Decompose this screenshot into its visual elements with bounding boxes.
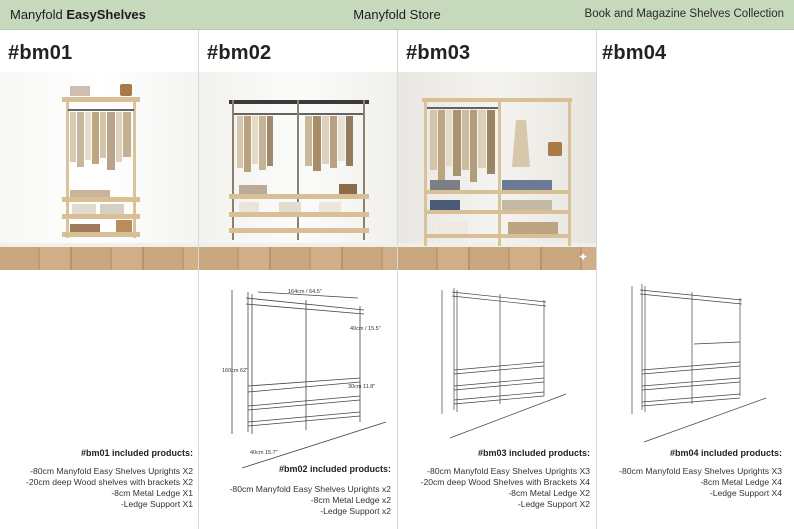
included-list-bm03: -80cm Manyfold Easy Shelves Uprights X3 … [421,466,590,510]
included-title-bm04: #bm04 included products: [669,448,782,458]
list-item: -80cm Manyfold Easy Shelves Uprights X2 [30,466,193,476]
list-item: -80cm Manyfold Easy Shelves Uprights X3 [427,466,590,476]
sparkle-icon: ✦ [578,250,589,264]
product-code-bm04: #bm04 [602,42,667,64]
product-code-bm03: #bm03 [406,42,471,64]
dim-height-label: 160cm 62" [222,368,248,374]
dim-floor-label: 40cm 15.7" [250,450,278,456]
product-code-bm02: #bm02 [207,42,272,64]
brand-bold: EasyShelves [66,7,146,22]
product-photo-bm03[interactable]: ✦ [398,72,596,270]
list-item: -20cm deep Wood shelves with brackets X2 [25,477,193,487]
dim-shelf-label: 30cm 11.8" [348,384,375,390]
list-item: -8cm Metal Ledge X1 [111,488,193,498]
column-divider [397,30,398,529]
list-item: -8cm Metal Ledge X2 [508,488,590,498]
included-title-bm03: #bm03 included products: [477,448,590,458]
brand-prefix: Manyfold [10,7,63,22]
column-divider [198,30,199,529]
dimension-diagram-bm02: 164cm / 64.5" 40cm / 15.5" 160cm 62" 30c… [222,289,387,469]
dimension-diagram-bm04 [631,284,767,443]
list-item: -80cm Manyfold Easy Shelves Uprights X3 [619,466,782,476]
included-list-bm01: -80cm Manyfold Easy Shelves Uprights X2 … [26,466,193,510]
included-list-bm04: -80cm Manyfold Easy Shelves Uprights X3 … [619,466,782,499]
list-item: -8cm Metal Ledge X4 [700,477,782,487]
dimension-diagram-bm03 [441,288,567,439]
brand-title: Manyfold EasyShelves [10,7,146,22]
list-item: -8cm Metal Ledge x2 [310,495,391,505]
included-title-bm02: #bm02 included products: [278,464,391,474]
column-divider [596,30,597,529]
list-item: -Ledge Support X4 [709,488,782,498]
product-photo-bm01[interactable] [0,72,198,270]
included-list-bm02: -80cm Manyfold Easy Shelves Uprights x2 … [230,484,391,517]
product-code-bm01: #bm01 [8,42,73,64]
list-item: -Ledge Support x2 [320,506,391,516]
list-item: -80cm Manyfold Easy Shelves Uprights x2 [229,484,391,494]
product-photo-bm02[interactable] [199,72,397,270]
included-title-bm01: #bm01 included products: [80,448,193,458]
list-item: -20cm deep Wood Shelves with Brackets X4 [420,477,590,487]
collection-name: Book and Magazine Shelves Collection [584,8,784,20]
list-item: -Ledge Support X1 [120,499,193,509]
header-bar: Manyfold EasyShelves Manyfold Store Book… [0,0,794,30]
list-item: -Ledge Support X2 [517,499,590,509]
dim-depth-label: 40cm / 15.5" [350,326,381,332]
dim-width-label: 164cm / 64.5" [288,289,322,295]
store-name: Manyfold Store [353,7,441,22]
